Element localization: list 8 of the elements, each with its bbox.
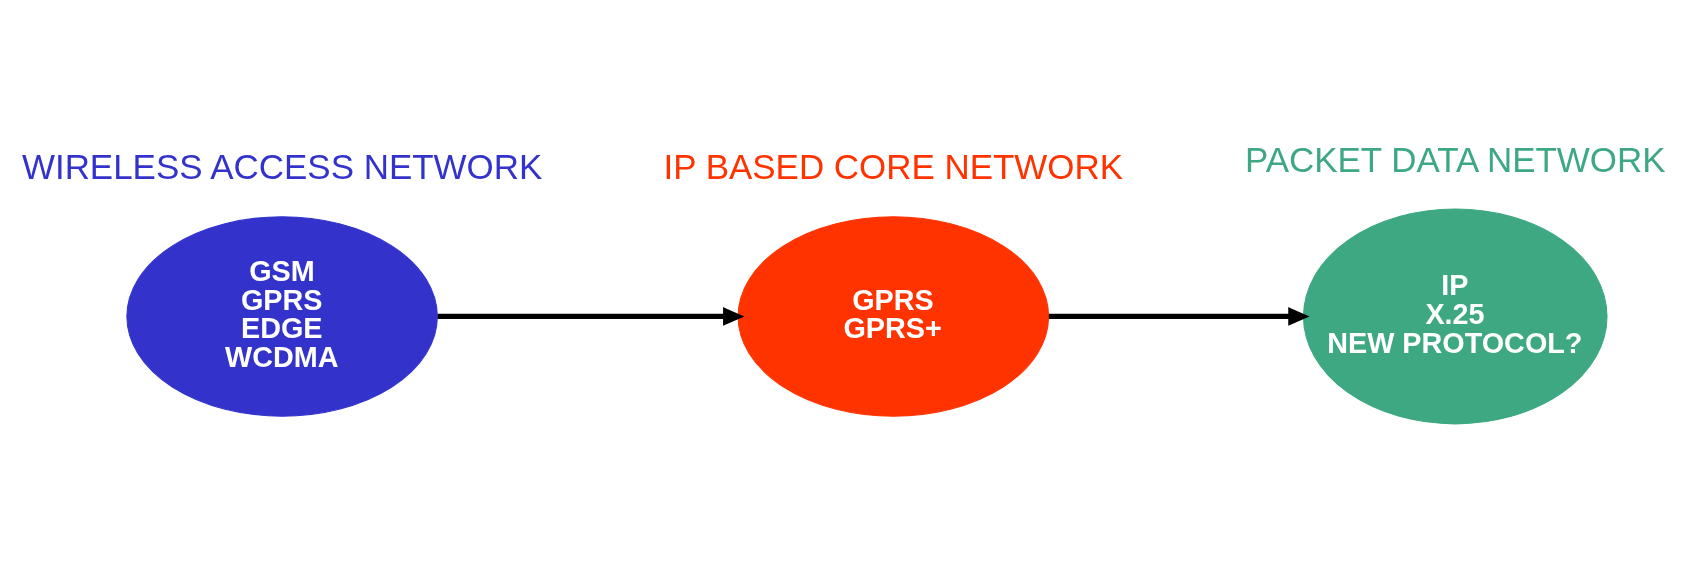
node-label: PACKET DATA NETWORK xyxy=(1244,140,1666,180)
node-ellipse: GSM GPRS EDGE WCDMA xyxy=(126,216,438,417)
arrow xyxy=(437,307,745,326)
node-ellipse: GPRS GPRS+ xyxy=(737,216,1050,417)
node-ellipse: IP X.25 NEW PROTOCOL? xyxy=(1302,208,1608,425)
node-label: IP BASED CORE NETWORK xyxy=(663,147,1124,187)
node-label: WIRELESS ACCESS NETWORK xyxy=(21,147,543,187)
arrow xyxy=(1048,307,1310,326)
